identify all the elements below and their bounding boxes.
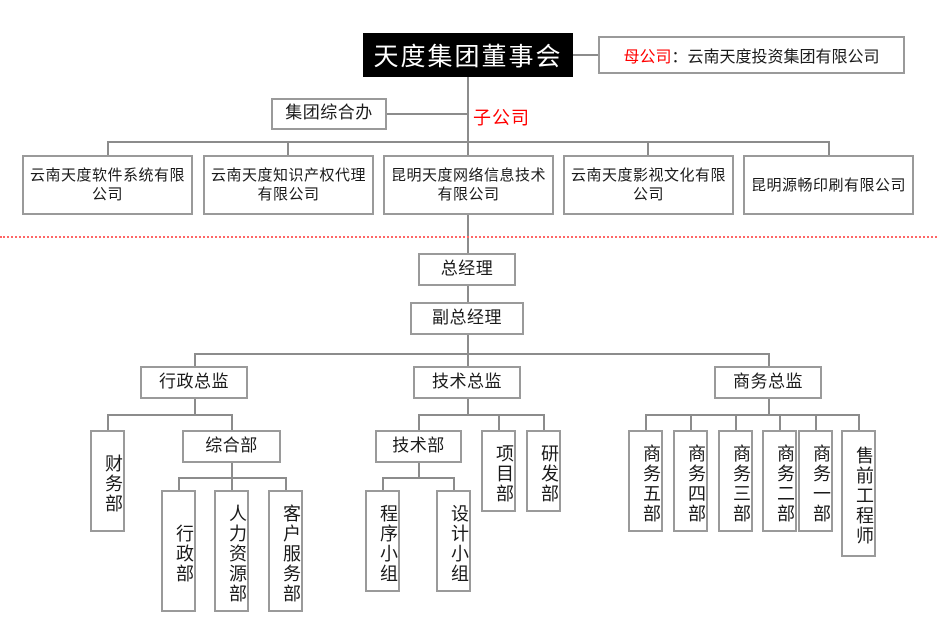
node-subsidiary-3: 昆明天度网络信息技术有限公司 (383, 155, 554, 215)
drop-business-1 (815, 414, 817, 430)
node-business-department-2: 商务二部 (762, 430, 797, 532)
drop-subsidiary-2 (287, 141, 289, 155)
connector-business-spine (768, 399, 770, 414)
drop-subsidiary-3 (467, 141, 469, 155)
node-customer-service-department: 客户服务部 (268, 490, 303, 612)
legend-parent-key: 母公司 (623, 47, 672, 66)
drop-business-2 (779, 414, 781, 430)
connector-group-office-to-spine (387, 113, 467, 115)
drop-admin-general-affairs (231, 414, 233, 430)
node-director-administration: 行政总监 (140, 366, 248, 399)
drop-director-tech (467, 353, 469, 366)
node-subsidiary-5: 昆明源畅印刷有限公司 (743, 155, 914, 215)
node-presales-engineer: 售前工程师 (841, 430, 876, 557)
node-administration-department: 行政部 (161, 490, 196, 612)
node-subsidiary-4: 云南天度影视文化有限公司 (563, 155, 734, 215)
legend-parent-company: 母公司：云南天度投资集团有限公司 (598, 36, 905, 74)
drop-tech-department (418, 414, 420, 430)
drop-business-4 (690, 414, 692, 430)
connector-root-to-parent-legend (573, 54, 598, 56)
drop-ga-hr (231, 477, 233, 490)
node-general-affairs-department: 综合部 (182, 430, 281, 463)
node-director-business: 商务总监 (714, 366, 822, 399)
legend-subsidiary-label: 子公司 (473, 108, 530, 129)
connector-tech-dept-bus (382, 477, 454, 479)
connector-admin-spine (194, 399, 196, 414)
drop-director-business (768, 353, 770, 366)
drop-ga-admin (178, 477, 180, 490)
drop-tech-project (498, 414, 500, 430)
connector-admin-bus (107, 414, 233, 416)
connector-tech-dept-spine (418, 463, 420, 477)
drop-subsidiary-4 (647, 141, 649, 155)
node-director-technology: 技术总监 (413, 366, 521, 399)
connector-dgm-spine (467, 335, 469, 353)
node-business-department-1: 商务一部 (798, 430, 833, 532)
node-business-department-4: 商务四部 (673, 430, 708, 532)
section-divider (0, 236, 937, 238)
legend-parent-separator: ： (671, 47, 688, 66)
drop-business-5 (645, 414, 647, 430)
connector-business-bus (645, 414, 860, 416)
drop-tech-rd (543, 414, 545, 430)
connector-spine-through-divider (467, 215, 469, 254)
drop-presales-engineer (858, 414, 860, 430)
drop-subsidiary-5 (828, 141, 830, 155)
node-subsidiary-2: 云南天度知识产权代理有限公司 (203, 155, 374, 215)
root-node-board-of-directors: 天度集团董事会 (363, 33, 573, 77)
drop-admin-finance (107, 414, 109, 430)
node-subsidiary-1: 云南天度软件系统有限公司 (22, 155, 193, 215)
drop-tech-program-group (382, 477, 384, 490)
node-design-group: 设计小组 (436, 490, 471, 592)
drop-tech-design-group (453, 477, 455, 490)
drop-director-admin (194, 353, 196, 366)
legend-parent-value: 云南天度投资集团有限公司 (687, 47, 880, 66)
drop-subsidiary-1 (107, 141, 109, 155)
drop-ga-customer-service (285, 477, 287, 490)
node-general-manager: 总经理 (418, 253, 516, 286)
node-human-resources-department: 人力资源部 (214, 490, 249, 612)
node-project-department: 项目部 (481, 430, 516, 512)
node-program-group: 程序小组 (365, 490, 400, 592)
node-deputy-general-manager: 副总经理 (410, 302, 524, 335)
node-rd-department: 研发部 (526, 430, 561, 512)
connector-gm-to-dgm (467, 286, 469, 302)
node-business-department-5: 商务五部 (628, 430, 663, 532)
connector-tech-spine (467, 399, 469, 414)
connector-general-affairs-spine (231, 463, 233, 477)
connector-root-spine (467, 77, 469, 141)
node-business-department-3: 商务三部 (718, 430, 753, 532)
connector-tech-bus (418, 414, 545, 416)
connector-director-bus (194, 353, 769, 355)
drop-business-3 (735, 414, 737, 430)
node-technology-department: 技术部 (375, 430, 462, 463)
node-finance-department: 财务部 (90, 430, 125, 532)
node-group-general-office: 集团综合办 (271, 98, 387, 130)
